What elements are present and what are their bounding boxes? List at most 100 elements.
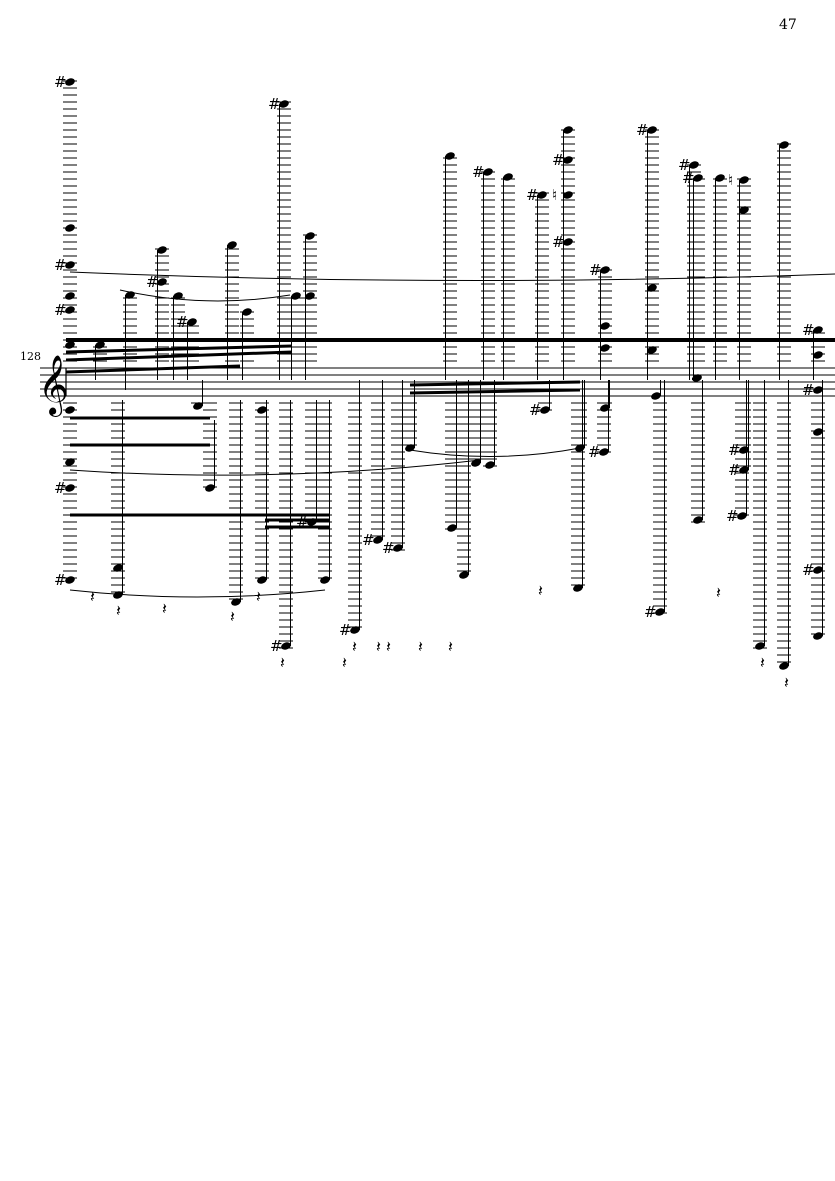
notehead xyxy=(291,292,301,300)
notehead xyxy=(563,238,573,246)
sharp-icon: # xyxy=(54,301,67,319)
sharp-icon: # xyxy=(552,151,565,169)
quarter-rest-icon: 𝄽 xyxy=(448,637,453,656)
notehead xyxy=(540,406,550,414)
sharp-icon: # xyxy=(54,256,67,274)
notehead xyxy=(350,626,360,634)
notehead xyxy=(459,571,469,579)
notehead xyxy=(65,292,75,300)
sharp-icon: # xyxy=(678,156,691,174)
notehead xyxy=(157,278,167,286)
sharp-icon: # xyxy=(802,381,815,399)
tie xyxy=(69,589,326,598)
tie xyxy=(409,447,581,457)
notehead xyxy=(600,344,610,352)
quarter-rest-icon: 𝄽 xyxy=(418,637,423,656)
notehead xyxy=(157,246,167,254)
notehead xyxy=(692,374,702,382)
quarter-rest-icon: 𝄽 xyxy=(386,637,391,656)
notehead xyxy=(305,232,315,240)
notehead xyxy=(599,448,609,456)
notehead xyxy=(693,516,703,524)
notehead xyxy=(737,512,747,520)
notehead xyxy=(600,266,610,274)
beam xyxy=(65,364,241,374)
natural-icon: ♮ xyxy=(728,171,733,189)
quarter-rest-icon: 𝄽 xyxy=(784,673,789,692)
sharp-icon: # xyxy=(529,401,542,419)
notehead xyxy=(813,351,823,359)
notehead xyxy=(485,461,495,469)
beam xyxy=(65,350,293,362)
sharp-icon: # xyxy=(526,186,539,204)
sharp-icon: # xyxy=(339,621,352,639)
quarter-rest-icon: 𝄽 xyxy=(376,637,381,656)
notehead xyxy=(279,100,289,108)
sharp-icon: # xyxy=(54,479,67,497)
notehead xyxy=(281,642,291,650)
notehead xyxy=(537,191,547,199)
sharp-icon: # xyxy=(589,261,602,279)
notehead xyxy=(305,292,315,300)
notehead xyxy=(95,341,105,349)
sharp-icon: # xyxy=(146,273,159,291)
notehead xyxy=(320,576,330,584)
notehead xyxy=(65,341,75,349)
notehead xyxy=(647,346,657,354)
notehead xyxy=(393,544,403,552)
tie xyxy=(69,459,481,476)
quarter-rest-icon: 𝄽 xyxy=(716,583,721,602)
sharp-icon: # xyxy=(802,561,815,579)
sharp-icon: # xyxy=(382,539,395,557)
sharp-icon: # xyxy=(728,441,741,459)
notehead xyxy=(125,291,135,299)
notehead xyxy=(563,126,573,134)
sharp-icon: # xyxy=(636,121,649,139)
notehead xyxy=(65,458,75,466)
notehead xyxy=(113,591,123,599)
beam xyxy=(409,380,581,387)
notehead xyxy=(113,564,123,572)
notehead xyxy=(779,662,789,670)
svg-text:𝄞: 𝄞 xyxy=(38,355,69,417)
notehead xyxy=(563,156,573,164)
sharp-icon: # xyxy=(54,571,67,589)
notehead xyxy=(563,191,573,199)
notes: ################♮########♮###### xyxy=(54,73,825,670)
notehead xyxy=(813,428,823,436)
notehead xyxy=(693,174,703,182)
notehead xyxy=(257,576,267,584)
notehead xyxy=(755,642,765,650)
notehead xyxy=(205,484,215,492)
notehead xyxy=(231,598,241,606)
quarter-rest-icon: 𝄽 xyxy=(116,601,121,620)
notehead xyxy=(813,386,823,394)
notehead xyxy=(227,241,237,249)
notehead xyxy=(65,261,75,269)
quarter-rest-icon: 𝄽 xyxy=(90,587,95,606)
notehead xyxy=(573,584,583,592)
sharp-icon: # xyxy=(644,603,657,621)
notehead xyxy=(813,566,823,574)
notehead xyxy=(173,292,183,300)
sharp-icon: # xyxy=(588,443,601,461)
quarter-rest-icon: 𝄽 xyxy=(760,653,765,672)
sharp-icon: # xyxy=(54,73,67,91)
notehead xyxy=(193,402,203,410)
quarter-rest-icon: 𝄽 xyxy=(230,607,235,626)
quarter-rest-icon: 𝄽 xyxy=(256,587,261,606)
natural-icon: ♮ xyxy=(552,186,557,204)
sharp-icon: # xyxy=(362,531,375,549)
notehead xyxy=(65,484,75,492)
notehead xyxy=(739,176,749,184)
notehead xyxy=(242,308,252,316)
notehead xyxy=(373,536,383,544)
rests: 𝄽𝄽𝄽𝄽𝄽𝄽𝄽𝄽𝄽𝄽𝄽𝄽𝄽𝄽𝄽𝄽 xyxy=(90,581,789,692)
quarter-rest-icon: 𝄽 xyxy=(352,637,357,656)
quarter-rest-icon: 𝄽 xyxy=(538,581,543,600)
sharp-icon: # xyxy=(270,637,283,655)
tie xyxy=(69,271,835,282)
notehead xyxy=(65,306,75,314)
sharp-icon: # xyxy=(176,313,189,331)
